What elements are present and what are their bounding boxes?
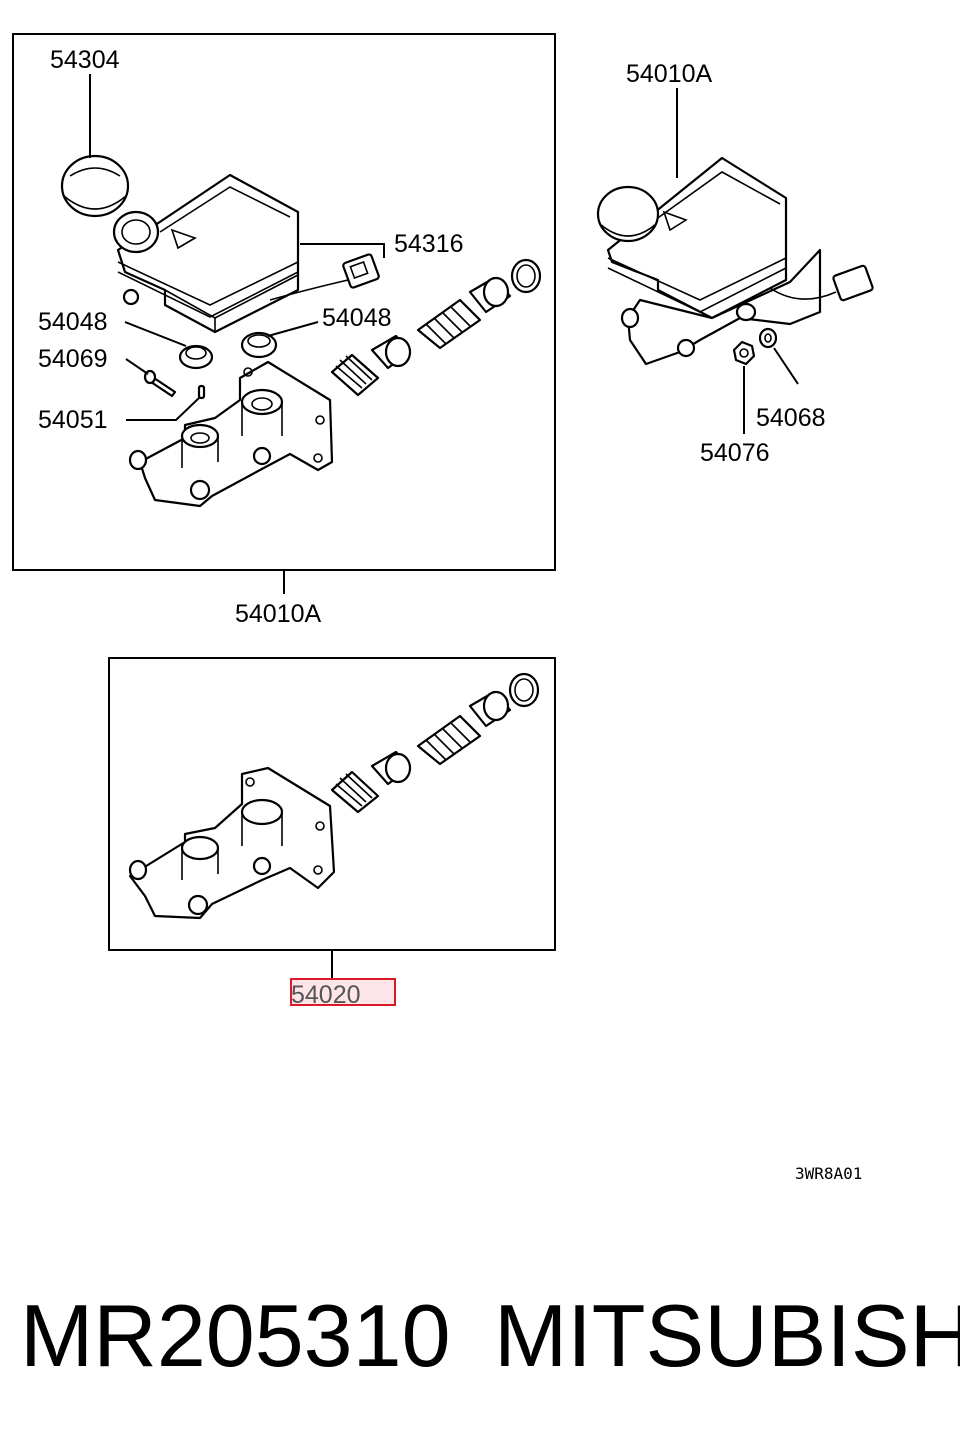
kit-primary-piston-part [416,690,512,766]
kit-snap-ring-part [508,672,540,708]
label-54020: 54020 [291,981,361,1009]
label-54010a-bottom: 54010A [235,600,322,628]
drawing-code: 3WR8A01 [795,1164,862,1183]
label-54051: 54051 [38,406,108,434]
level-sensor-part [269,253,380,301]
pin-part [197,384,206,400]
kit-cylinder-body-part [128,766,336,920]
frame-assembly-exploded [12,33,556,571]
secondary-piston-part [330,334,412,397]
label-54069: 54069 [38,345,108,373]
kit-secondary-piston-part [330,750,412,814]
label-54010a-top: 54010A [626,60,713,88]
screw-part [143,369,177,398]
highlight-box-54020[interactable] [290,978,396,1006]
assembled-master-cylinder [596,156,874,366]
label-54048-left: 54048 [38,308,108,336]
washer-part [758,327,778,349]
grommet-left-part [178,344,214,370]
label-54076: 54076 [700,439,770,467]
reservoir-part [112,173,300,334]
primary-piston-part [416,276,512,350]
label-54068: 54068 [756,404,826,432]
reservoir-cap-part [60,154,130,218]
brand-name: MITSUBISHI [494,1286,960,1385]
label-54048-right: 54048 [322,304,392,332]
cylinder-body-part [128,360,334,508]
part-number: MR205310 [20,1286,451,1385]
label-54316: 54316 [394,230,464,258]
snap-ring-part [510,258,542,294]
label-54304: 54304 [50,46,120,74]
grommet-right-part [240,331,278,359]
nut-part [732,340,756,366]
